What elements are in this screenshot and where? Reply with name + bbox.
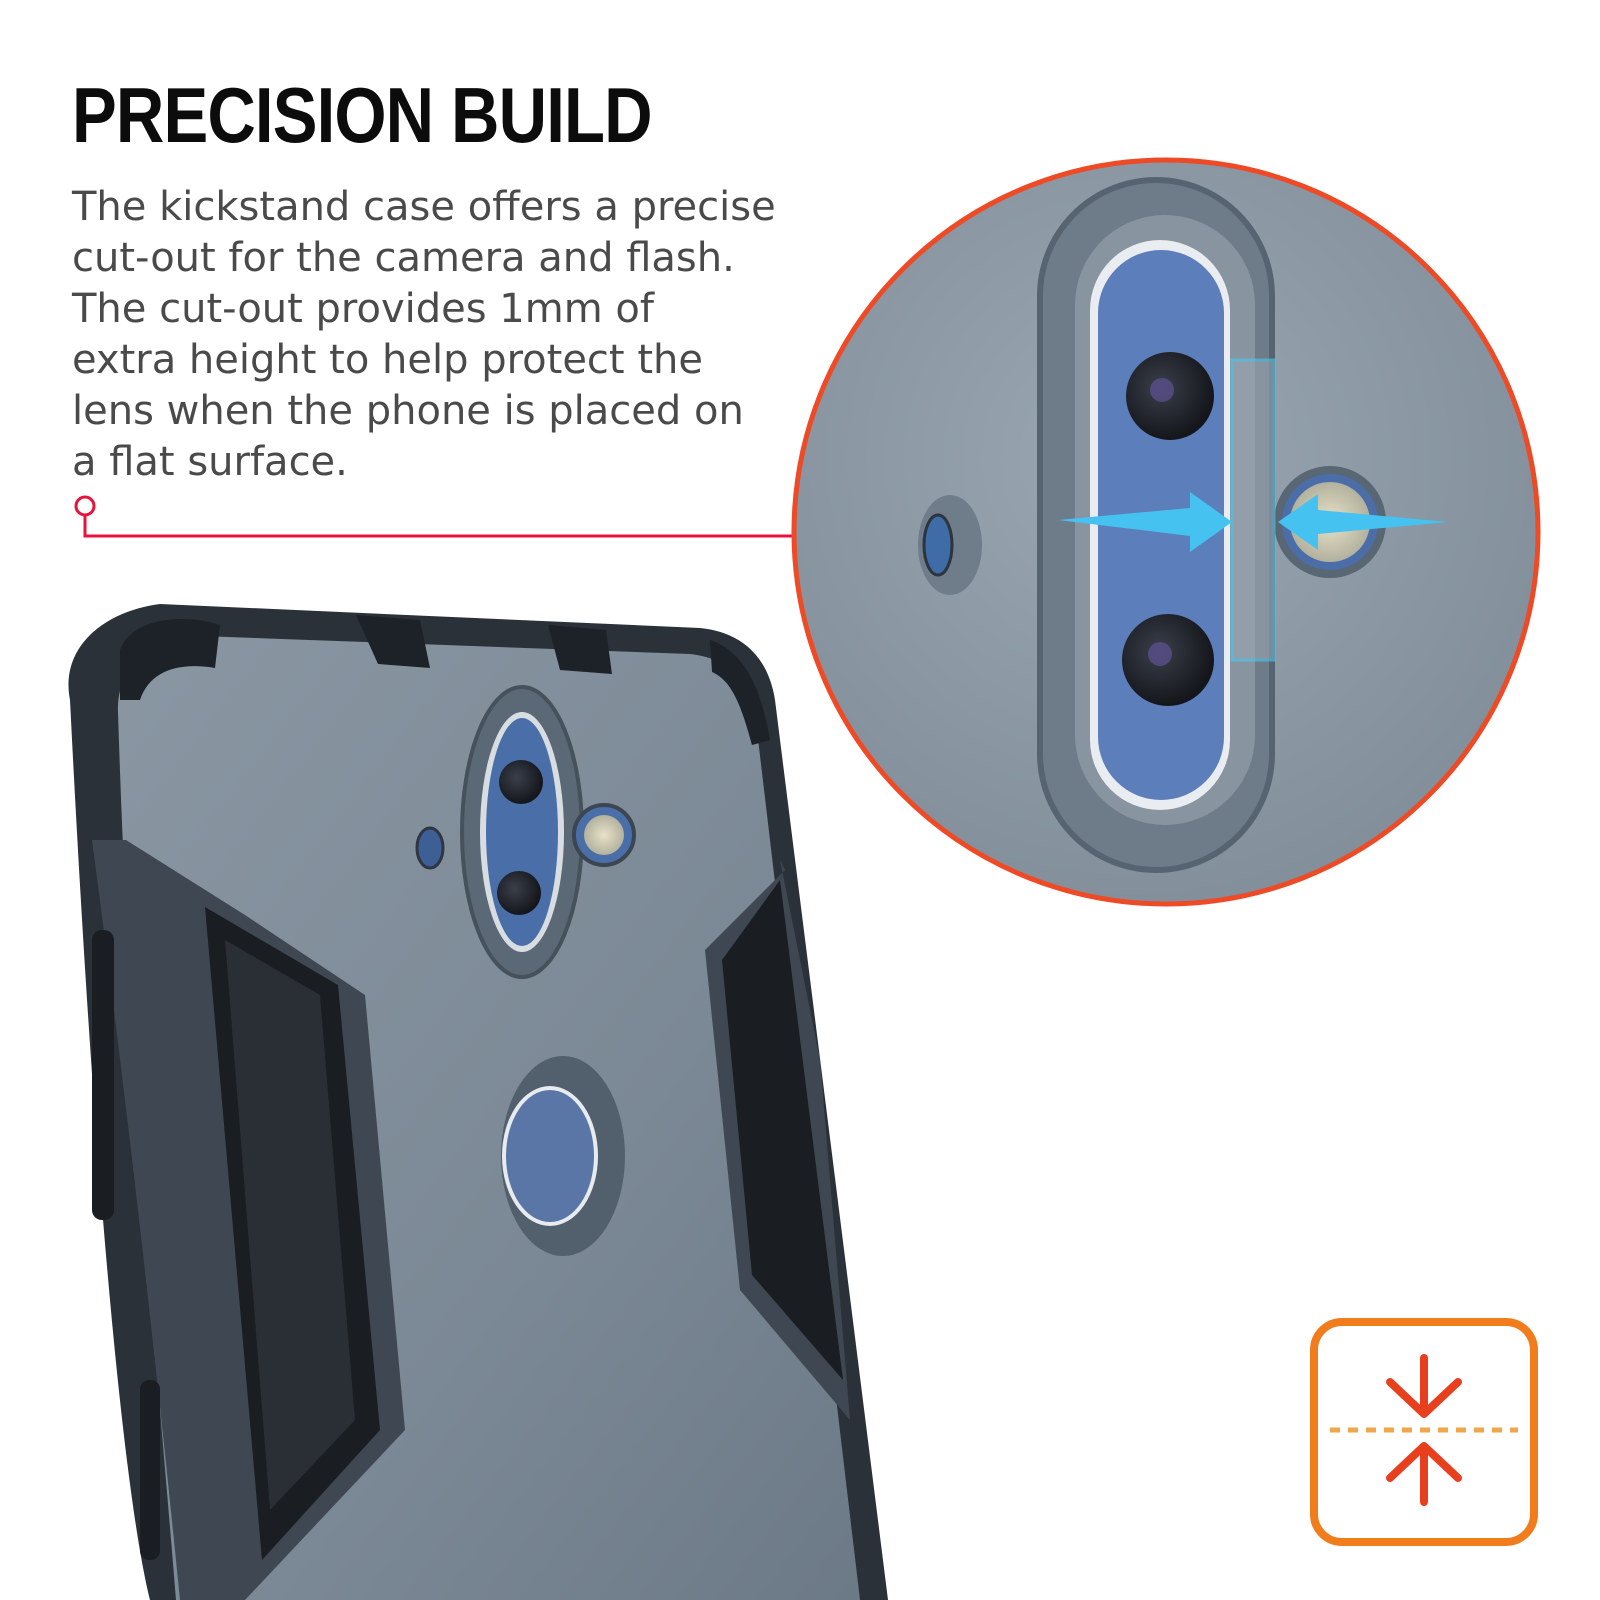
description-line: The kickstand case offers a precise [72,184,776,230]
page-title: PRECISION BUILD [72,71,653,159]
description-line: extra height to help protect the [72,337,703,383]
description-line: lens when the phone is placed on [72,388,744,434]
description-line: The cut-out provides 1mm of [72,286,654,332]
compress-vertical-icon [1310,1318,1538,1546]
callout-pin-icon [74,495,96,517]
callout-connector [74,495,794,538]
description-line: cut-out for the camera and flash. [72,235,735,281]
feature-description: The kickstand case offers a precise cut-… [72,182,792,488]
phone-case [68,604,888,1600]
inward-arrows-icon [1058,492,1448,552]
camera-zoom-circle [791,157,1541,907]
description-line: a flat surface. [72,439,348,485]
